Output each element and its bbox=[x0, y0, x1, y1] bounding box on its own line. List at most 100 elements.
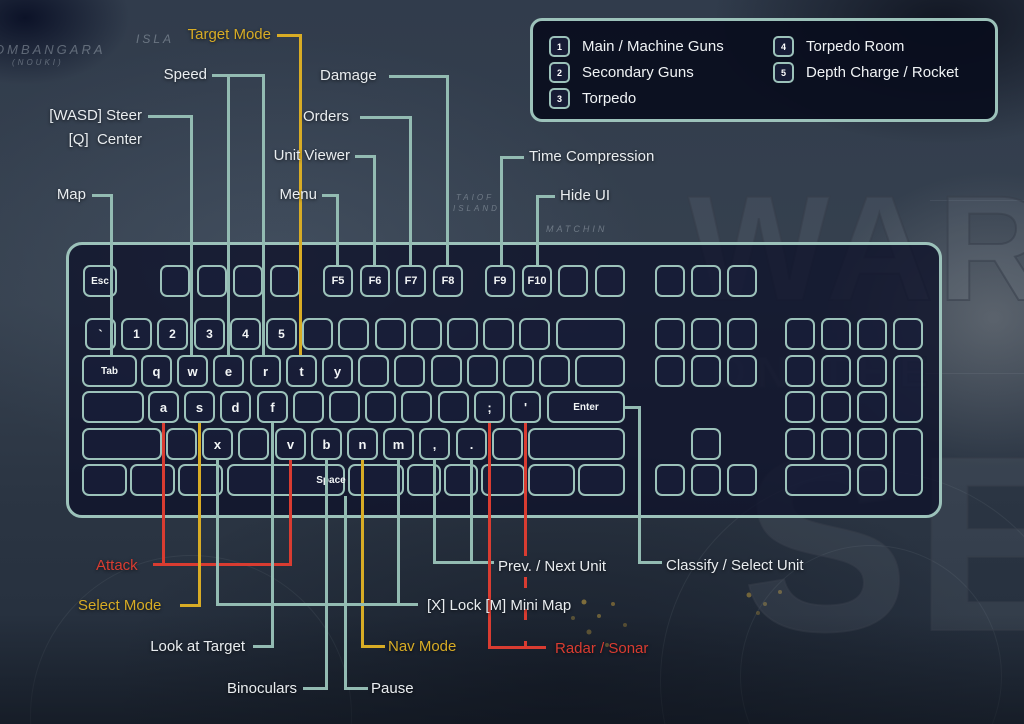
key-backtick-label: ` bbox=[98, 326, 103, 342]
binoculars-line bbox=[325, 460, 328, 690]
key-space-label: Space bbox=[316, 474, 346, 486]
key-nav-2 bbox=[691, 318, 721, 350]
wasd-steer-label: [WASD] Steer [Q] Center bbox=[49, 107, 142, 148]
menu-line bbox=[336, 194, 339, 265]
target-mode-label: Target Mode bbox=[187, 26, 271, 43]
unit-viewer-label: Unit Viewer bbox=[273, 147, 350, 164]
legend-item: 3 Torpedo bbox=[549, 88, 636, 109]
legend-item: 1 Main / Machine Guns bbox=[549, 36, 724, 57]
legend-item-label: Torpedo Room bbox=[806, 38, 905, 55]
key-backslash bbox=[575, 355, 625, 387]
attack-label: Attack bbox=[96, 557, 138, 574]
key-f2 bbox=[197, 265, 227, 297]
key-u bbox=[358, 355, 389, 387]
unit-viewer-line bbox=[355, 155, 375, 158]
radar-sonar-line bbox=[524, 423, 527, 545]
radar-sonar-line bbox=[488, 646, 546, 649]
key-arrow-right bbox=[727, 464, 757, 496]
key-y: y bbox=[322, 355, 353, 387]
key-r-alt bbox=[348, 464, 404, 496]
key-comma-label: , bbox=[432, 436, 437, 452]
time-compression-line bbox=[500, 156, 524, 159]
key-d: d bbox=[220, 391, 251, 423]
key-caps bbox=[82, 391, 144, 423]
lock-minimap-line bbox=[216, 460, 219, 606]
legend-key-3: 3 bbox=[549, 88, 570, 109]
key-5-label: 5 bbox=[278, 327, 285, 341]
key-enter: Enter bbox=[547, 391, 625, 423]
legend-item: 2 Secondary Guns bbox=[549, 62, 694, 83]
lock-minimap-label: [X] Lock [M] Mini Map bbox=[427, 597, 572, 614]
key-f11 bbox=[558, 265, 588, 297]
key-f: f bbox=[257, 391, 288, 423]
key-a-label: a bbox=[159, 399, 168, 415]
key-comma: , bbox=[419, 428, 450, 460]
key-r-mod4 bbox=[528, 464, 575, 496]
key-o bbox=[431, 355, 462, 387]
key-semicolon-label: ; bbox=[487, 399, 492, 415]
key-f4 bbox=[270, 265, 300, 297]
hide-ui-label: Hide UI bbox=[560, 187, 611, 204]
prev-next-unit-line bbox=[470, 460, 473, 564]
legend-key-4: 4 bbox=[773, 36, 794, 57]
key-2-label: 2 bbox=[169, 327, 176, 341]
key-scr-lk bbox=[691, 265, 721, 297]
key-rbracket bbox=[539, 355, 570, 387]
binoculars-label: Binoculars bbox=[226, 680, 297, 697]
map-grid-line bbox=[930, 200, 1024, 201]
key-q: q bbox=[141, 355, 172, 387]
legend: 1 Main / Machine Guns 2 Secondary Guns 3… bbox=[530, 18, 998, 122]
radar-sonar-label: Radar / Sonar bbox=[555, 640, 649, 657]
key-f10: F10 bbox=[522, 265, 552, 297]
key-slash bbox=[492, 428, 523, 460]
key-nav-6 bbox=[727, 355, 757, 387]
lock-minimap-line bbox=[397, 460, 400, 606]
time-compression-line bbox=[500, 156, 503, 265]
key-7 bbox=[338, 318, 369, 350]
key-tab: Tab bbox=[82, 355, 137, 387]
look-at-target-line bbox=[253, 645, 273, 648]
key-np-8 bbox=[821, 355, 851, 387]
key-r: r bbox=[250, 355, 281, 387]
legend-key-5: 5 bbox=[773, 62, 794, 83]
key-z bbox=[166, 428, 197, 460]
key-m: m bbox=[383, 428, 414, 460]
key-np-div bbox=[821, 318, 851, 350]
background-map-label: MATCHIN bbox=[546, 224, 608, 234]
key-nav-5 bbox=[691, 355, 721, 387]
key-minus bbox=[483, 318, 514, 350]
background-map-label: ISLA bbox=[136, 32, 175, 46]
nav-mode-label: Nav Mode bbox=[388, 638, 457, 655]
wasd-steer-line bbox=[148, 115, 191, 118]
key-f1 bbox=[160, 265, 190, 297]
key-r-mod5 bbox=[578, 464, 625, 496]
key-f5: F5 bbox=[323, 265, 353, 297]
key-x: x bbox=[202, 428, 233, 460]
key-np-9 bbox=[857, 355, 887, 387]
prev-next-unit-label: Prev. / Next Unit bbox=[498, 558, 607, 575]
classify-select-unit-line bbox=[638, 406, 641, 564]
hide-ui-line bbox=[536, 195, 539, 265]
legend-item: 4 Torpedo Room bbox=[773, 36, 904, 57]
key-e: e bbox=[213, 355, 244, 387]
background-map-label: ISLAND bbox=[453, 204, 500, 213]
key-semicolon: ; bbox=[474, 391, 505, 423]
key-lbracket bbox=[503, 355, 534, 387]
damage-line bbox=[389, 75, 447, 78]
key-i bbox=[394, 355, 425, 387]
hide-ui-line bbox=[538, 195, 555, 198]
key-f6: F6 bbox=[360, 265, 390, 297]
classify-select-unit-line bbox=[638, 561, 662, 564]
damage-label: Damage bbox=[320, 67, 377, 84]
key-esc-label: Esc bbox=[91, 275, 109, 287]
key-np-mul bbox=[857, 318, 887, 350]
key-l-win bbox=[130, 464, 175, 496]
look-at-target-line bbox=[271, 423, 274, 648]
key-9 bbox=[411, 318, 442, 350]
key-period-label: . bbox=[469, 436, 474, 452]
key-arrow-down bbox=[691, 464, 721, 496]
key-arrow-up bbox=[691, 428, 721, 460]
key-r-label: r bbox=[262, 363, 269, 379]
key-quote-label: ' bbox=[523, 399, 528, 415]
speed-line bbox=[227, 74, 230, 355]
